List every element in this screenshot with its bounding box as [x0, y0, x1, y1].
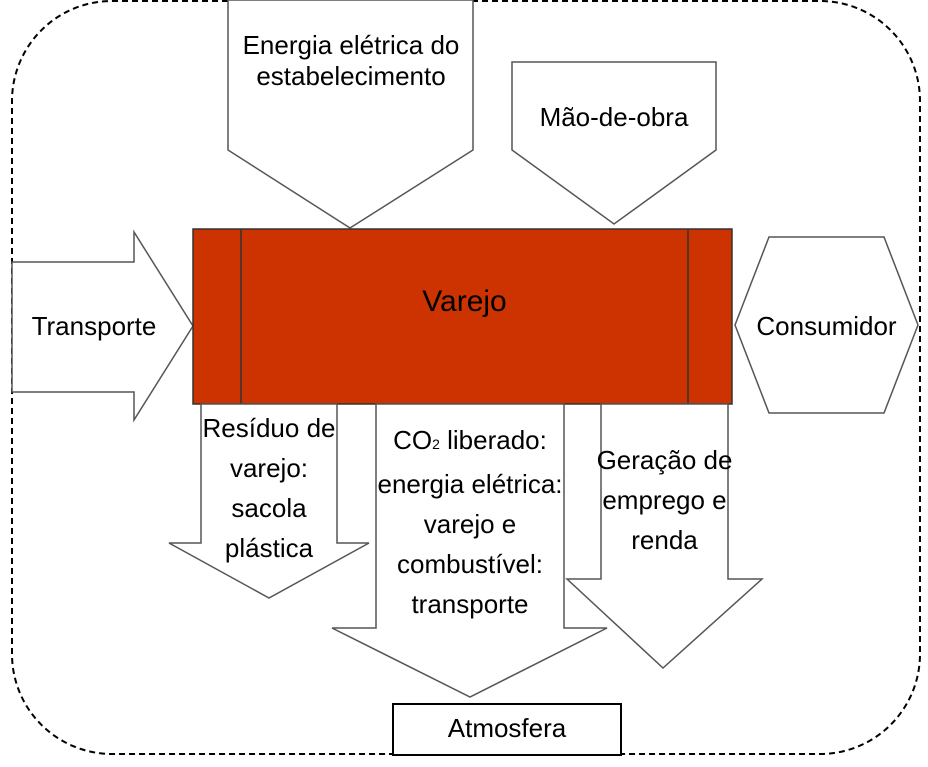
- retail-process-box: [192, 228, 733, 405]
- co2-text: liberado: energia elétrica: varejo e com…: [377, 425, 563, 619]
- jobs-output-arrow: [565, 403, 764, 670]
- co2-label: CO2 liberado: energia elétrica: varejo e…: [376, 420, 564, 624]
- co2-subscript: 2: [432, 436, 440, 452]
- atmosphere-box: [392, 703, 622, 756]
- atmosphere-label: Atmosfera: [447, 713, 567, 743]
- consumer-label: Consumidor: [756, 311, 897, 341]
- transport-arrow: [11, 229, 194, 423]
- process-label: Varejo: [422, 285, 507, 318]
- transport-label: Transporte: [31, 311, 157, 341]
- energy-input-arrow: [227, 0, 474, 229]
- labor-label: Mão-de-obra: [539, 102, 689, 132]
- co2-prefix: CO: [393, 425, 433, 455]
- waste-output-arrow: [168, 403, 370, 599]
- waste-label: Resíduo de varejo: sacola plástica: [202, 413, 336, 563]
- energy-label: Energia elétrica do estabelecimento: [242, 30, 460, 91]
- labor-input-arrow: [511, 61, 717, 225]
- jobs-label: Geração de emprego e renda: [596, 445, 733, 555]
- co2-output-arrow: [331, 403, 608, 698]
- consumer-hexagon: [734, 236, 919, 414]
